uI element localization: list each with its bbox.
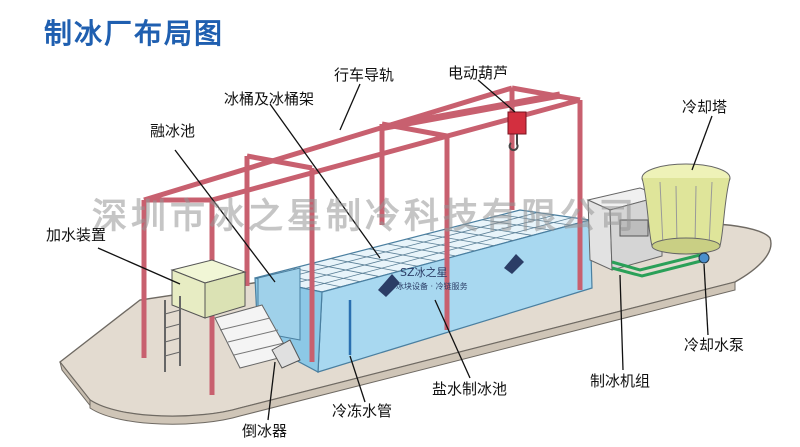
label-crane-rail: 行车导轨 xyxy=(334,66,395,84)
brand-logo-text: SZ冰之星 xyxy=(400,266,448,279)
label-refrigerant-pipe: 冷冻水管 xyxy=(332,402,393,420)
crane-girder xyxy=(379,91,561,132)
ice-dumper-shape xyxy=(214,304,301,369)
leader-lines xyxy=(97,79,713,421)
label-ice-machine: 制冰机组 xyxy=(590,372,651,390)
label-thaw-tank: 融冰池 xyxy=(150,122,196,140)
cooling-tower-shape xyxy=(641,163,731,255)
electric-hoist-shape xyxy=(507,111,527,152)
page-title: 制冰厂布局图 xyxy=(44,17,225,50)
label-cooling-pump: 冷却水泵 xyxy=(684,336,745,354)
label-cooling-tower: 冷却塔 xyxy=(682,98,728,116)
ice-can-grid xyxy=(271,212,573,289)
cooling-water-pipes xyxy=(611,253,706,278)
brand-logo xyxy=(378,254,524,297)
brand-logo-subtext: 冰块设备 · 冷链服务 xyxy=(396,282,468,291)
company-watermark: 深圳市冰之星制冷科技有限公司 xyxy=(92,197,639,237)
ice-can-grid-line xyxy=(288,214,556,286)
ice-can-grid-line xyxy=(271,212,538,282)
label-ice-dumper: 倒冰器 xyxy=(242,422,288,440)
label-water-filler: 加水装置 xyxy=(46,226,107,244)
pump-shape xyxy=(698,252,710,264)
ice-can-grid-line xyxy=(305,217,573,289)
label-electric-hoist: 电动葫芦 xyxy=(448,64,509,82)
label-ice-can-frame: 冰桶及冰桶架 xyxy=(224,90,315,108)
water-filler-shape xyxy=(164,259,247,372)
label-brine-tank: 盐水制冰池 xyxy=(432,380,508,398)
